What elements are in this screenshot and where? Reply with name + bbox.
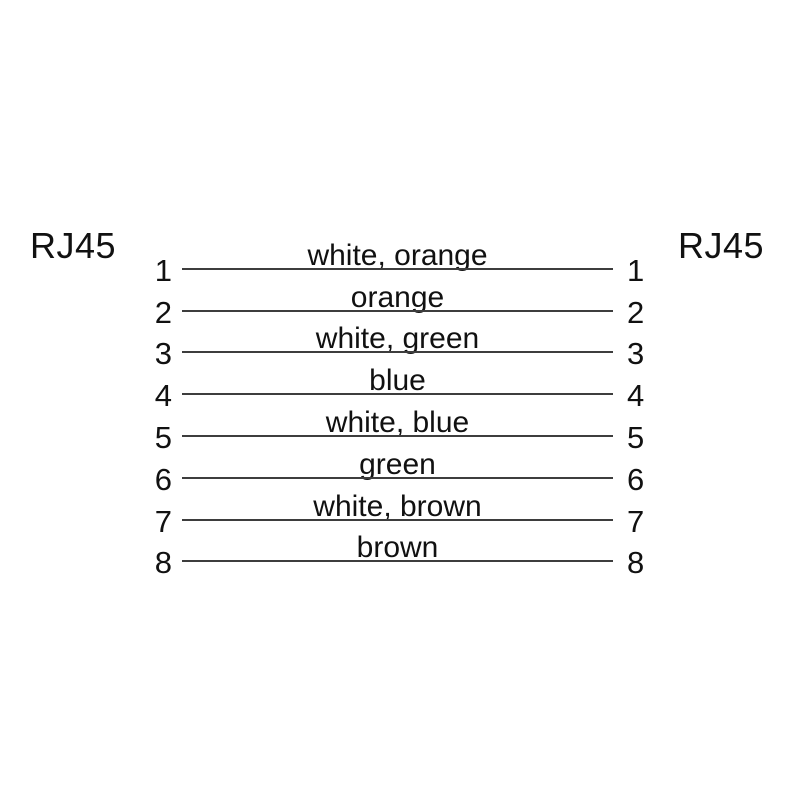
wire-line <box>182 560 613 563</box>
wire-line <box>182 434 613 437</box>
wire-color-label: blue <box>369 364 426 398</box>
right-pin-number: 8 <box>627 545 645 581</box>
wire-color-label: orange <box>350 280 445 314</box>
wire-row-2: 2 orange 2 <box>0 270 800 328</box>
wire-color-label: white, orange <box>307 238 488 272</box>
wire-row-5: 5 white, blue 5 <box>0 395 800 453</box>
left-pin-number: 4 <box>154 378 172 414</box>
wire-row-1: 1 white, orange 1 <box>0 228 800 286</box>
wire-row-6: 6 green 6 <box>0 437 800 495</box>
wire-line <box>182 518 613 521</box>
left-pin-number: 2 <box>154 294 172 330</box>
left-pin-number: 1 <box>154 252 172 288</box>
right-pin-number: 7 <box>627 503 645 539</box>
wire-row-3: 3 white, green 3 <box>0 312 800 370</box>
wire-row-8: 8 brown 8 <box>0 521 800 579</box>
wire-color-label: white, green <box>315 322 480 356</box>
left-pin-number: 8 <box>154 545 172 581</box>
wire-line <box>182 351 613 354</box>
right-pin-number: 2 <box>627 294 645 330</box>
left-pin-number: 7 <box>154 503 172 539</box>
right-pin-number: 4 <box>627 378 645 414</box>
wire-line <box>182 393 613 396</box>
wire-row-4: 4 blue 4 <box>0 353 800 412</box>
wire-color-label: white, blue <box>325 405 470 439</box>
left-pin-number: 3 <box>154 336 172 372</box>
right-pin-number: 3 <box>627 336 645 372</box>
wire-line <box>182 309 613 312</box>
right-connector-label: RJ45 <box>678 225 765 266</box>
wire-color-label: white, brown <box>313 489 482 523</box>
left-pin-number: 6 <box>154 461 172 497</box>
wire-row-7: 7 white, brown 7 <box>0 479 800 537</box>
right-pin-number: 1 <box>627 252 645 288</box>
left-connector-label: RJ45 <box>30 225 117 266</box>
wire-line <box>182 476 613 479</box>
wire-line <box>182 267 613 270</box>
right-pin-number: 6 <box>627 461 645 497</box>
wire-rows: 1 white, orange 1 2 orange 2 3 white, gr… <box>0 228 800 579</box>
left-pin-number: 5 <box>154 419 172 455</box>
wire-color-label: brown <box>356 531 439 565</box>
wire-color-label: green <box>359 447 436 481</box>
right-pin-number: 5 <box>627 419 645 455</box>
